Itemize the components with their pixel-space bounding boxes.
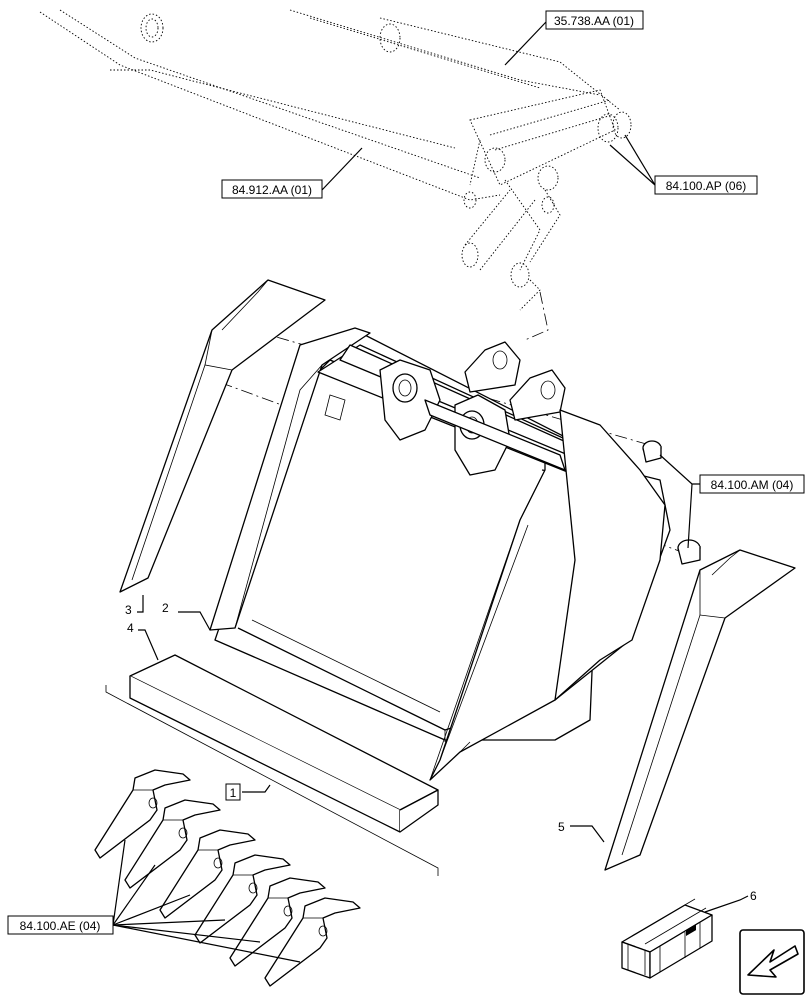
bucket-teeth — [94, 769, 361, 987]
svg-text:35.738.AA (01): 35.738.AA (01) — [554, 14, 634, 28]
reference-84-912[interactable]: 84.912.AA (01) — [221, 179, 323, 199]
side-cutter-right — [604, 549, 796, 871]
item-2-label[interactable]: 2 — [162, 601, 169, 615]
svg-text:1: 1 — [230, 786, 237, 800]
svg-text:84.912.AA (01): 84.912.AA (01) — [232, 183, 312, 197]
svg-text:84.100.AP (06): 84.100.AP (06) — [666, 179, 747, 193]
reference-84-100-ap[interactable]: 84.100.AP (06) — [654, 175, 758, 195]
svg-text:84.100.AM (04): 84.100.AM (04) — [711, 478, 794, 492]
svg-text:84.100.AE (04): 84.100.AE (04) — [20, 919, 101, 933]
item-5-label[interactable]: 5 — [558, 820, 565, 834]
arrow-down-left-icon[interactable] — [739, 929, 805, 995]
loader-arm — [39, 9, 632, 311]
reference-84-100-am[interactable]: 84.100.AM (04) — [699, 474, 805, 494]
leader-lines — [112, 21, 749, 963]
item-3-label[interactable]: 3 — [125, 603, 132, 617]
kit-box-icon — [621, 898, 713, 979]
item-4-label[interactable]: 4 — [127, 621, 134, 635]
reference-35-738[interactable]: 35.738.AA (01) — [545, 10, 644, 30]
reference-84-100-ae[interactable]: 84.100.AE (04) — [7, 915, 114, 935]
item-6-label[interactable]: 6 — [750, 889, 757, 903]
cutting-edge — [105, 654, 439, 876]
side-cutter-left — [119, 279, 326, 593]
item-1-callout[interactable]: 1 — [225, 783, 241, 801]
bucket — [209, 327, 671, 781]
pivot-pins — [642, 440, 701, 565]
